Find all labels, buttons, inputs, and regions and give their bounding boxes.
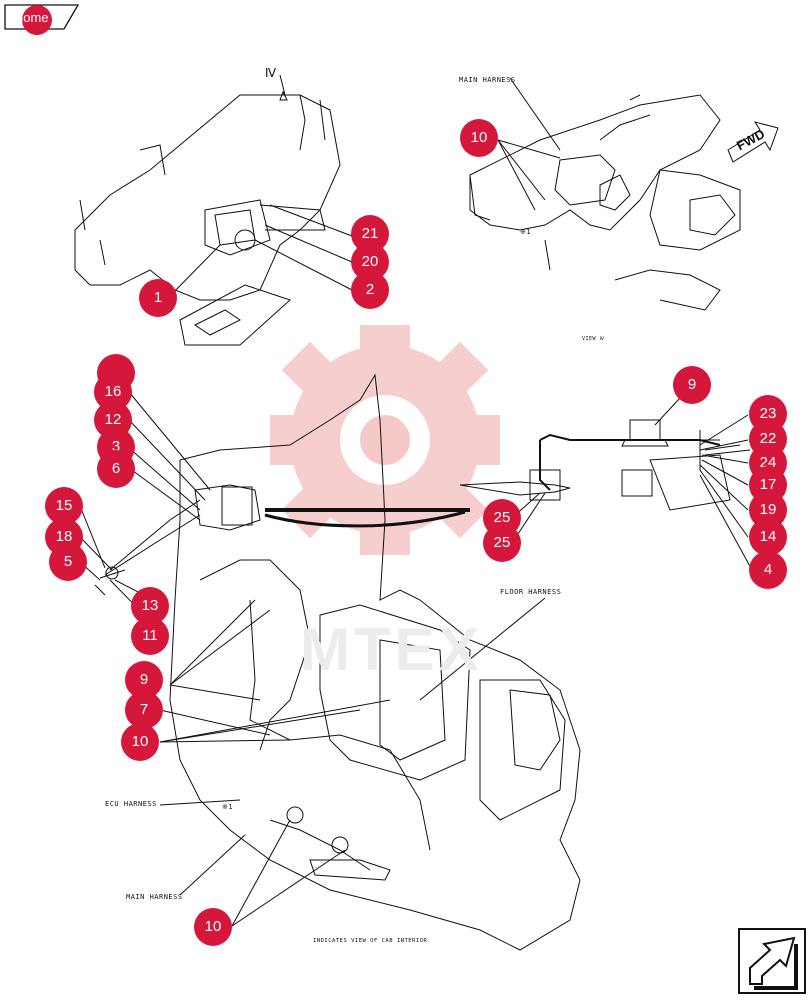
callout-9-detail[interactable]: 9 — [673, 366, 711, 404]
callout-25-second[interactable]: 25 — [483, 524, 521, 562]
callout-6[interactable]: 6 — [97, 450, 135, 488]
main-harness-label-top: MAIN HARNESS — [459, 76, 516, 84]
callout-10-bottom[interactable]: 10 — [194, 908, 232, 946]
cab-interior-note: INDICATES VIEW OF CAB INTERIOR — [313, 938, 428, 944]
ref-mark-bottom: ※1 — [222, 803, 234, 811]
ecu-harness-label: ECU HARNESS — [105, 800, 157, 808]
upper-frame-drawing — [74, 74, 341, 346]
home-label: home — [16, 10, 49, 25]
callout-2[interactable]: 2 — [351, 271, 389, 309]
callout-5[interactable]: 5 — [49, 543, 87, 581]
callout-10[interactable]: 10 — [460, 119, 498, 157]
return-button[interactable] — [738, 928, 806, 994]
home-icon — [22, 5, 52, 35]
callout-1[interactable]: 1 — [139, 279, 177, 317]
detail-drawing — [459, 419, 751, 511]
callout-4[interactable]: 4 — [749, 551, 787, 589]
view-iv-caption: VIEW Ⅳ — [582, 336, 605, 342]
callout-7[interactable]: 7 — [125, 691, 163, 729]
cab-interior-drawing — [94, 373, 581, 951]
callout-10-middle[interactable]: 10 — [121, 723, 159, 761]
floor-harness-label: FLOOR HARNESS — [500, 588, 562, 596]
watermark-text: MTEX — [300, 616, 483, 683]
view-iv-marker: Ⅳ — [265, 66, 277, 80]
leader-lines — [79, 77, 753, 927]
callout-11[interactable]: 11 — [131, 617, 169, 655]
home-button[interactable]: home — [4, 4, 80, 35]
return-arrow-icon — [749, 936, 798, 990]
ref-mark-top: ※1 — [520, 228, 532, 236]
main-harness-label-bottom: MAIN HARNESS — [126, 893, 183, 901]
fwd-arrow-icon — [727, 121, 779, 163]
callout-14[interactable]: 14 — [749, 518, 787, 556]
view-iv-drawing — [469, 94, 741, 311]
